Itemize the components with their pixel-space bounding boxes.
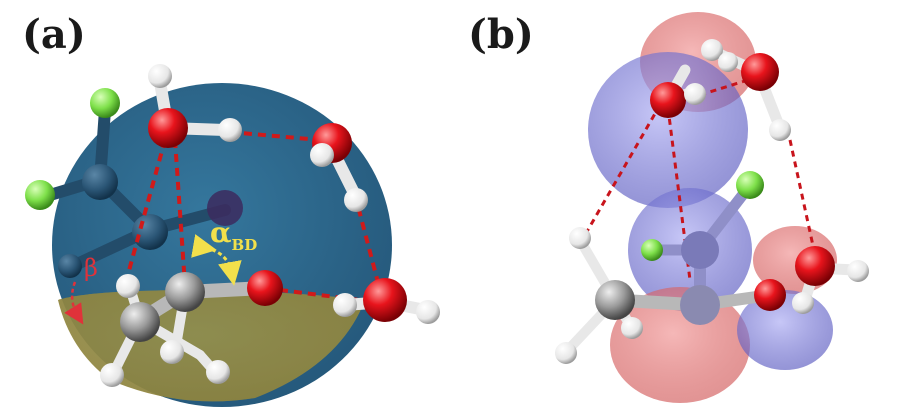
oxygen-atom (650, 82, 686, 118)
oxygen-atom (363, 278, 407, 322)
panel-a-label: (a) (22, 11, 86, 58)
beta-label: β (84, 254, 98, 282)
oxygen-atom (795, 246, 835, 286)
panel-b-label: (b) (468, 11, 534, 58)
boron-atom-shadowed (207, 190, 243, 226)
oxygen-atom (741, 53, 779, 91)
hydrogen-atom (310, 143, 334, 167)
hydrogen-atom (555, 342, 577, 364)
carbon-atom-shadowed (132, 214, 168, 250)
hydrogen-atom (569, 227, 591, 249)
fluorine-atom (736, 171, 764, 199)
fluorine-atom (90, 88, 120, 118)
panel-b: (b) (468, 11, 869, 403)
hydrogen-atom-shadowed (58, 254, 82, 278)
oxygen-atom (247, 270, 283, 306)
alpha-bd-angle-arrow (191, 234, 242, 286)
hydrogen-atom (792, 292, 814, 314)
water-molecule-1 (148, 64, 242, 148)
water-cluster (650, 39, 791, 141)
oxygen-atom (754, 279, 786, 311)
hydrogen-atom (701, 39, 723, 61)
carbon-atom (595, 280, 635, 320)
water-molecule-right (792, 246, 869, 314)
beta-angle-arrow (64, 281, 84, 325)
fluorine-atom (25, 180, 55, 210)
orbital-lobe-blue (588, 52, 748, 208)
oxygen-atom (148, 108, 188, 148)
hydrogen-atom (847, 260, 869, 282)
carbon-atom (120, 302, 160, 342)
central-molecule (555, 171, 786, 364)
fluorine-atom (641, 239, 663, 261)
carbon-atom-shadowed (82, 164, 118, 200)
hydrogen-atom (160, 340, 184, 364)
hydrogen-atom (333, 293, 357, 317)
water-molecule-3 (333, 278, 440, 324)
panel-a: (a) (22, 11, 440, 407)
carbon-atom (680, 285, 720, 325)
hydrogen-atom (769, 119, 791, 141)
hydrogen-atom (148, 64, 172, 88)
hydrogen-atom (416, 300, 440, 324)
carbon-atom (165, 272, 205, 312)
water-molecule-2 (310, 123, 368, 212)
carbon-atom (681, 231, 719, 269)
hydrogen-atom (116, 274, 140, 298)
hydrogen-atom (621, 317, 643, 339)
alpha-bd-label: αBD (210, 216, 257, 254)
hydrogen-atom (206, 360, 230, 384)
hydrogen-atom (100, 363, 124, 387)
plane-overlay (58, 290, 365, 402)
front-molecule (100, 270, 283, 387)
hydrogen-atom (718, 52, 738, 72)
hydrogen-atom (344, 188, 368, 212)
hydrogen-atom (684, 83, 706, 105)
hydrogen-atom (218, 118, 242, 142)
